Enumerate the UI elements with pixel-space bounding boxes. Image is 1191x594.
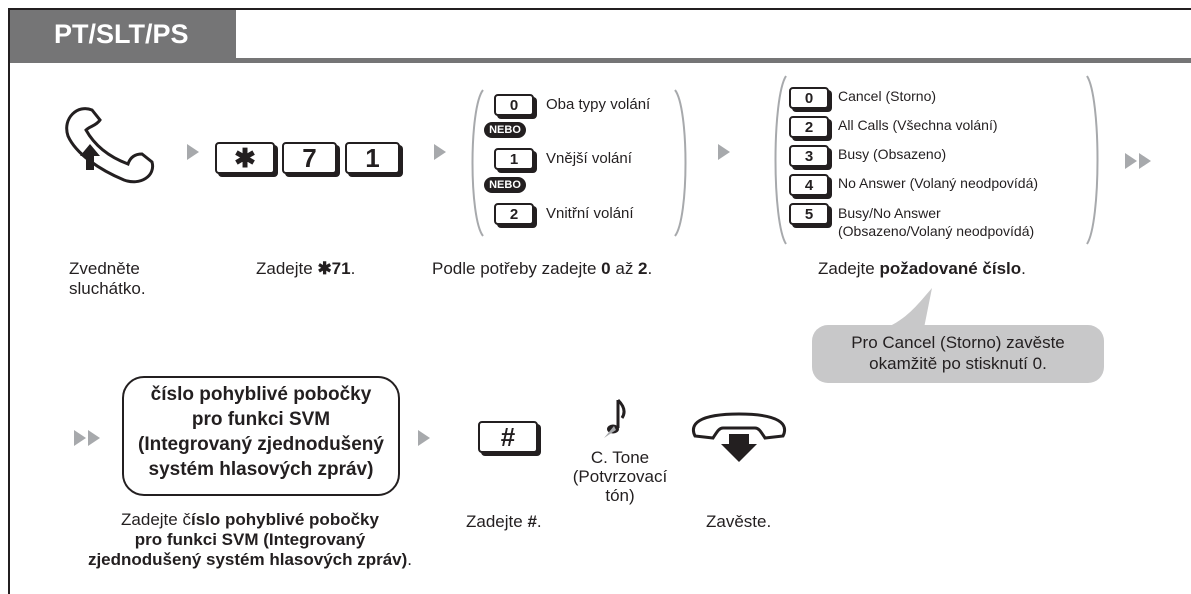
tone-caption: C. Tone (Potvrzovací tón): [572, 448, 668, 505]
digit-1-key: 1: [345, 142, 400, 174]
double-arrow-icon: [1139, 153, 1151, 169]
option-key-3: 3: [789, 145, 829, 167]
step1-caption: Zvedněte sluchátko.: [69, 259, 146, 299]
option-label-0: Cancel (Storno): [838, 88, 937, 104]
step6-caption: Zadejte #.: [466, 512, 542, 531]
tone-note-icon: [604, 398, 626, 438]
arrow-icon: [718, 144, 730, 160]
or-badge: NEBO: [484, 122, 526, 138]
on-hook-icon: [692, 412, 786, 462]
option-key-2: 2: [789, 116, 829, 138]
left-bracket: [774, 75, 787, 245]
step1-caption-line1: Zvedněte: [69, 259, 140, 278]
option-label-2: All Calls (Všechna volání): [838, 117, 998, 133]
double-arrow-icon: [74, 430, 86, 446]
bubble-tail: [886, 288, 932, 328]
or-badge: NEBO: [484, 177, 526, 193]
step3-caption: Podle potřeby zadejte 0 až 2.: [432, 259, 653, 278]
arrow-icon: [187, 144, 199, 160]
option-label-4: No Answer (Volaný neodpovídá): [838, 175, 1039, 191]
left-bracket: [471, 89, 484, 237]
note-bubble: Pro Cancel (Storno) zavěste okamžitě po …: [812, 325, 1104, 383]
double-arrow-icon: [88, 430, 100, 446]
header-title: PT/SLT/PS: [54, 18, 189, 49]
off-hook-icon: [65, 107, 155, 184]
note-line2: okamžitě po stisknutí 0.: [869, 354, 1047, 373]
option-label-0: Oba typy volání: [546, 96, 651, 113]
step2-caption: Zadejte ✱71.: [256, 259, 356, 278]
option-label-5: Busy/No Answer (Obsazeno/Volaný neodpoví…: [838, 205, 1035, 239]
note-line1: Pro Cancel (Storno) zavěste: [851, 333, 1065, 352]
step4-caption: Zadejte požadované číslo.: [818, 259, 1026, 278]
option-label-3: Busy (Obsazeno): [838, 146, 947, 162]
step1-caption-line2: sluchátko.: [69, 279, 146, 298]
digit-7-key: 7: [282, 142, 337, 174]
arrow-icon: [418, 430, 430, 446]
option-key-0: 0: [789, 87, 829, 109]
step7-caption: Zavěste.: [706, 512, 772, 531]
option-key-0: 0: [494, 94, 534, 116]
option-key-5: 5: [789, 203, 829, 225]
header-bar: [10, 58, 1191, 63]
option-label-2: Vnitřní volání: [546, 205, 634, 222]
arrow-icon: [434, 144, 446, 160]
step5-caption: Zadejte číslo pohyblivé pobočky pro funk…: [87, 510, 413, 569]
option-key-2: 2: [494, 203, 534, 225]
hash-key: #: [478, 421, 538, 453]
svm-number-box: číslo pohyblivé pobočky pro funkci SVM (…: [122, 376, 400, 496]
option-key-1: 1: [494, 148, 534, 170]
diagram-frame: [8, 8, 1191, 594]
option-key-4: 4: [789, 174, 829, 196]
double-arrow-icon: [1125, 153, 1137, 169]
header-tab: PT/SLT/PS: [10, 10, 236, 58]
option-label-1: Vnější volání: [546, 150, 632, 167]
right-bracket: [674, 89, 687, 237]
star-key: ✱: [215, 142, 275, 174]
right-bracket: [1086, 75, 1099, 245]
